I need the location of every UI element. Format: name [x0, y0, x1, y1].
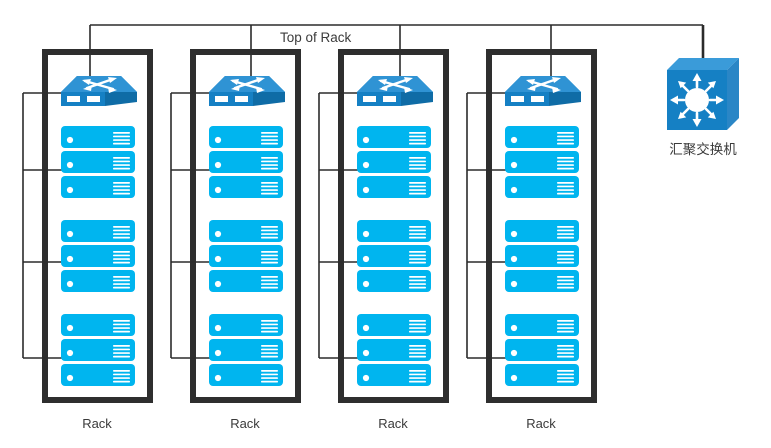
rack-frame	[42, 49, 153, 403]
server-unit[interactable]	[209, 245, 283, 267]
server-unit[interactable]	[505, 126, 579, 148]
top-of-rack-label: Top of Rack	[280, 30, 352, 45]
server-unit[interactable]	[357, 176, 431, 198]
rack-label-3: Rack	[378, 416, 408, 431]
rack-label-1: Rack	[82, 416, 112, 431]
server-unit[interactable]	[505, 314, 579, 336]
server-unit[interactable]	[61, 151, 135, 173]
server-unit[interactable]	[505, 364, 579, 386]
server-unit[interactable]	[505, 220, 579, 242]
rack-1[interactable]	[22, 49, 153, 403]
server-unit[interactable]	[505, 270, 579, 292]
top-of-rack-switch-icon[interactable]	[59, 74, 139, 108]
server-unit[interactable]	[505, 176, 579, 198]
server-unit[interactable]	[209, 339, 283, 361]
top-of-rack-switch-icon[interactable]	[355, 74, 435, 108]
rack-3-servers	[357, 126, 431, 386]
top-of-rack-switch-icon[interactable]	[207, 74, 287, 108]
rack-3[interactable]	[318, 49, 449, 403]
server-unit[interactable]	[357, 339, 431, 361]
aggregation-switch-label: 汇聚交换机	[669, 142, 737, 157]
rack-frame	[486, 49, 597, 403]
top-of-rack-switch-icon[interactable]	[503, 74, 583, 108]
rack-label-2: Rack	[230, 416, 260, 431]
server-unit[interactable]	[209, 126, 283, 148]
aggregation-switch-icon[interactable]	[665, 56, 741, 132]
server-unit[interactable]	[357, 151, 431, 173]
server-unit[interactable]	[61, 245, 135, 267]
server-unit[interactable]	[209, 270, 283, 292]
rack-frame	[338, 49, 449, 403]
server-unit[interactable]	[357, 364, 431, 386]
server-unit[interactable]	[505, 339, 579, 361]
server-unit[interactable]	[209, 314, 283, 336]
server-unit[interactable]	[209, 151, 283, 173]
rack-4[interactable]	[466, 49, 597, 403]
server-unit[interactable]	[61, 314, 135, 336]
server-unit[interactable]	[357, 270, 431, 292]
server-unit[interactable]	[357, 126, 431, 148]
server-unit[interactable]	[357, 245, 431, 267]
server-unit[interactable]	[505, 151, 579, 173]
server-unit[interactable]	[61, 126, 135, 148]
server-unit[interactable]	[357, 220, 431, 242]
server-unit[interactable]	[505, 245, 579, 267]
server-unit[interactable]	[61, 176, 135, 198]
server-unit[interactable]	[61, 364, 135, 386]
server-unit[interactable]	[209, 220, 283, 242]
rack-1-servers	[61, 126, 135, 386]
server-unit[interactable]	[209, 364, 283, 386]
server-unit[interactable]	[61, 339, 135, 361]
server-unit[interactable]	[61, 270, 135, 292]
server-unit[interactable]	[61, 220, 135, 242]
server-unit[interactable]	[209, 176, 283, 198]
rack-2-servers	[209, 126, 283, 386]
rack-label-4: Rack	[526, 416, 556, 431]
rack-4-servers	[505, 126, 579, 386]
rack-frame	[190, 49, 301, 403]
rack-2[interactable]	[170, 49, 301, 403]
server-unit[interactable]	[357, 314, 431, 336]
